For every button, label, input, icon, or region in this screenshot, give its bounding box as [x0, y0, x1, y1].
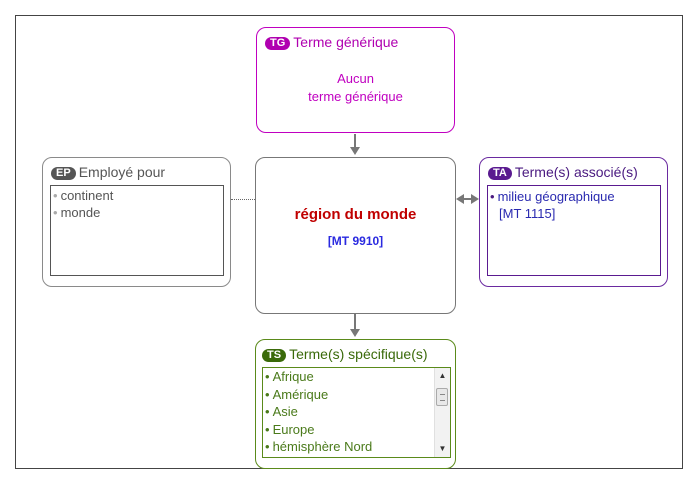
- central-term-code[interactable]: [MT 9910]: [327, 234, 384, 248]
- used-for-list: •continent •monde: [50, 185, 224, 276]
- narrower-term-item[interactable]: •Europe: [265, 421, 315, 437]
- connector-center-ts: [354, 314, 356, 330]
- bullet-icon: •: [490, 189, 495, 204]
- tg-badge: TG: [265, 37, 291, 50]
- related-terms-title: Terme(s) associé(s): [514, 164, 638, 180]
- narrower-term-item[interactable]: •Asie: [265, 404, 298, 419]
- ts-badge: TS: [262, 349, 287, 362]
- bullet-icon: •: [53, 188, 58, 203]
- connector-tg-center: [354, 134, 356, 148]
- related-term-label[interactable]: milieu géographique: [497, 189, 615, 204]
- broader-term-content: Aucun terme générique: [257, 70, 454, 106]
- used-for-title: Employé pour: [78, 164, 166, 180]
- scroll-up-icon[interactable]: ▲: [438, 371, 447, 380]
- scrollbar-thumb[interactable]: [436, 388, 448, 406]
- ep-badge: EP: [51, 167, 76, 180]
- central-term-box: région du monde [MT 9910]: [255, 157, 456, 314]
- narrower-term-item[interactable]: •Amérique: [265, 386, 329, 402]
- arrow-right-icon: [471, 194, 479, 204]
- narrower-terms-list[interactable]: •Afrique •Amérique •Asie •Europe •hémisp…: [262, 367, 451, 458]
- related-term-item[interactable]: •milieu géographique [MT 1115]: [490, 188, 660, 222]
- narrower-term-item[interactable]: •hémisphère Nord: [265, 439, 373, 454]
- bullet-icon: •: [265, 386, 270, 402]
- central-term[interactable]: région du monde: [294, 206, 417, 223]
- arrow-down-icon: [350, 147, 360, 155]
- bullet-icon: •: [265, 369, 270, 384]
- narrower-term-item[interactable]: •Afrique: [265, 369, 314, 384]
- scrollbar[interactable]: ▲ ▼: [434, 368, 450, 457]
- no-broader-term-line1: Aucun: [337, 71, 374, 86]
- broader-term-title: Terme générique: [293, 34, 399, 50]
- arrow-down-icon: [350, 329, 360, 337]
- bullet-icon: •: [265, 439, 270, 454]
- narrower-terms-title: Terme(s) spécifique(s): [289, 346, 428, 362]
- connector-ep-center: [231, 199, 255, 200]
- related-term-code[interactable]: [MT 1115]: [499, 206, 556, 221]
- bullet-icon: •: [53, 205, 58, 220]
- ta-badge: TA: [488, 167, 512, 180]
- no-broader-term-line2: terme générique: [308, 89, 403, 104]
- connector-center-ta: [463, 198, 472, 200]
- bullet-icon: •: [265, 404, 270, 419]
- bullet-icon: •: [265, 421, 270, 437]
- arrow-left-icon: [456, 194, 464, 204]
- related-terms-list: •milieu géographique [MT 1115]: [487, 185, 661, 276]
- scroll-down-icon[interactable]: ▼: [438, 444, 447, 453]
- list-item: •continent: [53, 188, 114, 203]
- list-item: •monde: [53, 205, 101, 220]
